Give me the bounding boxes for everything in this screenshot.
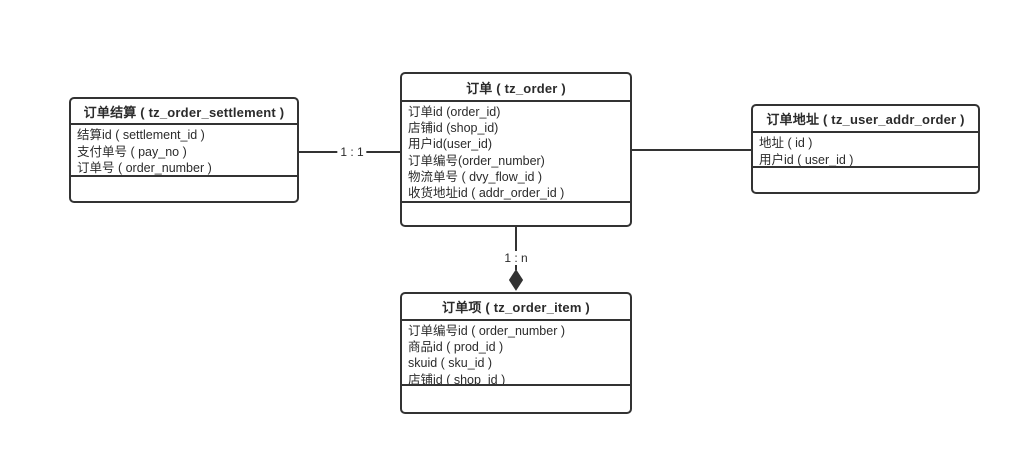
relation-label-one-to-one: 1 : 1: [337, 145, 367, 159]
entity-order-footer: [402, 203, 630, 225]
entity-user-addr-order-title: 订单地址 ( tz_user_addr_order ): [753, 106, 978, 133]
field-user-id: 用户id(user_id): [408, 137, 493, 152]
field-order-number-id: 订单编号id ( order_number ): [408, 324, 565, 338]
entity-user-addr-order-fields: 地址 ( id ) 用户id ( user_id ): [753, 133, 978, 168]
field-user-id: 用户id ( user_id ): [759, 152, 854, 167]
field-addr-order-id: 收货地址id ( addr_order_id ): [408, 186, 565, 201]
diamond-arrowhead-icon: [508, 269, 524, 291]
field-addr-id: 地址 ( id ): [759, 136, 813, 150]
relation-label-one-to-n: 1 : n: [501, 251, 531, 265]
field-pay-no: 支付单号 ( pay_no ): [77, 144, 187, 159]
field-sku-id: skuid ( sku_id ): [408, 356, 493, 371]
field-shop-id: 店铺id (shop_id): [408, 121, 499, 136]
entity-order-item-footer: [402, 386, 630, 412]
field-order-number: 订单编号(order_number): [408, 153, 545, 168]
entity-order-settlement[interactable]: 订单结算 ( tz_order_settlement ) 结算id ( sett…: [69, 97, 299, 203]
entity-order-settlement-title: 订单结算 ( tz_order_settlement ): [71, 99, 297, 125]
entity-order[interactable]: 订单 ( tz_order ) 订单id (order_id) 店铺id (sh…: [400, 72, 632, 227]
entity-order-item-title: 订单项 ( tz_order_item ): [402, 294, 630, 321]
entity-order-fields: 订单id (order_id) 店铺id (shop_id) 用户id(user…: [402, 102, 630, 203]
entity-order-settlement-footer: [71, 177, 297, 201]
field-shop-id: 店铺id ( shop_id ): [408, 372, 506, 386]
field-order-id: 订单id (order_id): [408, 105, 501, 119]
entity-order-settlement-fields: 结算id ( settlement_id ) 支付单号 ( pay_no ) 订…: [71, 125, 297, 177]
field-prod-id: 商品id ( prod_id ): [408, 340, 504, 355]
field-settlement-id: 结算id ( settlement_id ): [77, 128, 205, 142]
entity-user-addr-order-footer: [753, 168, 978, 192]
field-order-number: 订单号 ( order_number ): [77, 161, 212, 175]
entity-order-title: 订单 ( tz_order ): [402, 74, 630, 102]
entity-order-item-fields: 订单编号id ( order_number ) 商品id ( prod_id )…: [402, 321, 630, 386]
field-dvy-flow-id: 物流单号 ( dvy_flow_id ): [408, 169, 543, 184]
entity-order-item[interactable]: 订单项 ( tz_order_item ) 订单编号id ( order_num…: [400, 292, 632, 414]
entity-user-addr-order[interactable]: 订单地址 ( tz_user_addr_order ) 地址 ( id ) 用户…: [751, 104, 980, 194]
